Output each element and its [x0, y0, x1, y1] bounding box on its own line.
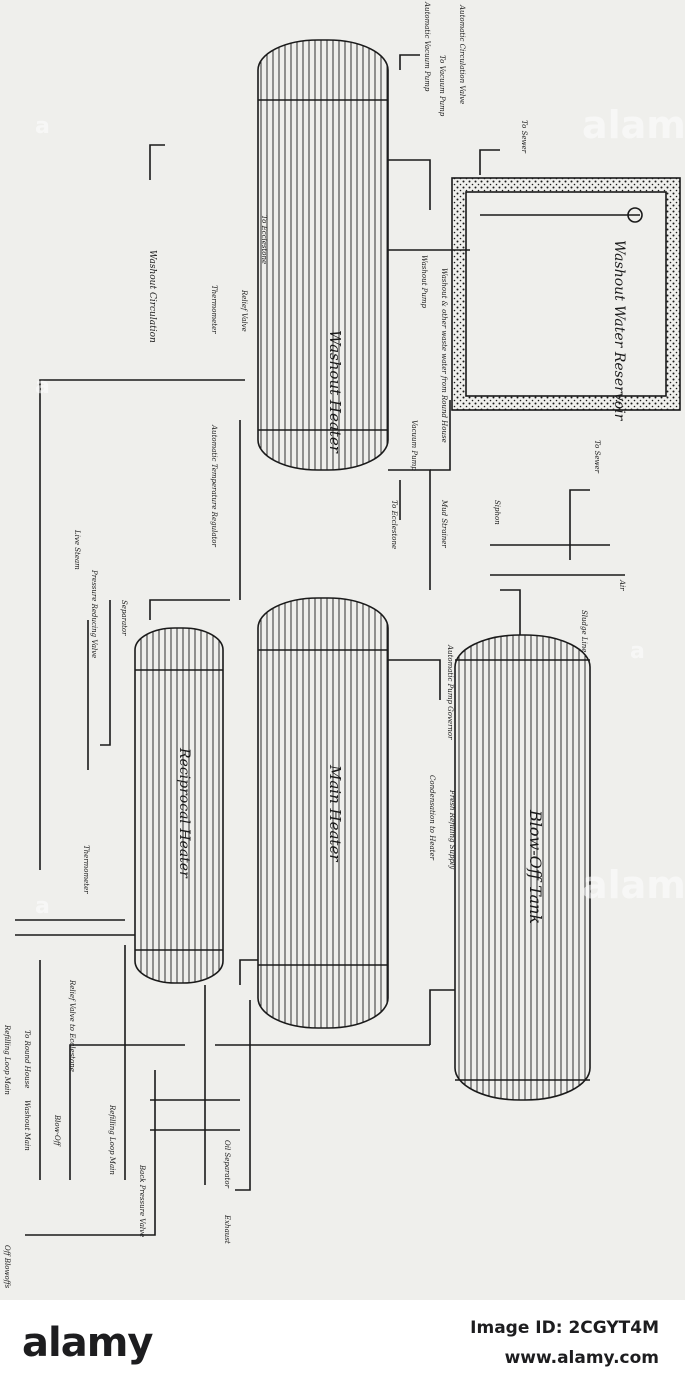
washout-pump-label: Washout Pump [420, 255, 428, 308]
washout-circulation-label: Washout Circulation [147, 250, 157, 343]
watermark-small: a [35, 894, 50, 919]
sludge-line-label: Sludge Line [580, 610, 588, 652]
watermark-small: a [35, 114, 50, 139]
main-heater-label: Main Heater [326, 764, 344, 862]
blow-off-tank-label: Blow-Off Tank [526, 809, 545, 924]
alamy-logo: alamy [22, 1320, 153, 1366]
image-id: Image ID: 2CGYT4M [470, 1318, 659, 1338]
relief-valve-mid-label: Relief Valve to Ecclestone [68, 979, 76, 1072]
watermark: alamy [582, 863, 685, 907]
to-ecclestone-label: To Ecclestone [260, 215, 268, 264]
to-ecclestone-2-label: To Ecclestone [390, 500, 398, 549]
watermark-small: a [35, 374, 50, 399]
reservoir-inner [465, 191, 667, 397]
exhaust-label: Exhaust [223, 1214, 231, 1244]
off-blowoffs-label: Off Blowoffs [3, 1245, 11, 1289]
condensation-to-heater-label: Condensation to Heater [428, 775, 436, 861]
blow-off-label: Blow-Off [53, 1114, 61, 1147]
live-steam-label: Live Steam [73, 529, 81, 570]
fresh-refilling-supply-label: Fresh Refilling Supply [448, 789, 456, 870]
diagram-figure: alamy alamy a a a a Washout Heater Washo… [3, 1, 685, 1289]
blow-off-tank-shell [454, 634, 591, 1101]
site-url: www.alamy.com [504, 1348, 659, 1368]
to-sewer-top-label: To Sewer [520, 120, 528, 154]
washout-main-label: Washout Main [23, 1100, 31, 1151]
washout-heater-label: Washout Heater [326, 330, 344, 454]
automatic-circulation-valve-label: Automatic Circulation Valve [458, 4, 466, 104]
washout-reservoir-label: Washout Water Reservoir [611, 240, 627, 422]
relief-valve-top-label: Relief Valve [240, 289, 248, 332]
washout-heater-shell [257, 39, 389, 471]
thermometer-top-label: Thermometer [210, 285, 218, 334]
mud-strainer-label: Mud Strainer [440, 499, 448, 548]
vacuum-pump-label: Vacuum Pump [410, 420, 418, 471]
back-pressure-valve-label: Back Pressure Valve [138, 1164, 146, 1237]
oil-separator-label: Oil Separator [223, 1140, 231, 1189]
siphon-label: Siphon [493, 500, 501, 525]
washout-other-waste-label: Washout & other waste water from Round H… [440, 268, 448, 443]
watermark: alamy [582, 103, 685, 147]
reciprocal-heater-shell [134, 627, 224, 984]
watermark-footer: alamy Image ID: 2CGYT4M www.alamy.com [0, 1300, 685, 1390]
to-round-house-label: To Round House [23, 1030, 31, 1088]
air-label: Air [618, 579, 626, 591]
main-heater-shell [257, 597, 389, 1029]
watermark-small: a [630, 639, 645, 664]
plant-diagram: alamy alamy a a a a Washout Heater Washo… [3, 1, 685, 1289]
pressure-reducing-valve-label: Pressure Reducing Valve [90, 569, 98, 658]
automatic-vacuum-pump-label: Automatic Vacuum Pump [423, 1, 431, 92]
reciprocal-heater-label: Reciprocal Heater [176, 747, 192, 879]
to-vacuum-pump-label: To Vacuum Pump [438, 55, 446, 117]
automatic-temperature-regulator-label: Automatic Temperature Regulator [210, 424, 218, 548]
refilling-loop-main-label: Refilling Loop Main [3, 1024, 11, 1095]
refilling-loop-main-2-label: Refilling Loop Main [108, 1104, 116, 1175]
thermometer-mid-label: Thermometer [82, 845, 90, 894]
separator-label: Separator [120, 600, 128, 636]
to-sewer-right-label: To Sewer [593, 440, 601, 474]
automatic-pump-governor-label: Automatic Pump Governor [446, 644, 454, 740]
